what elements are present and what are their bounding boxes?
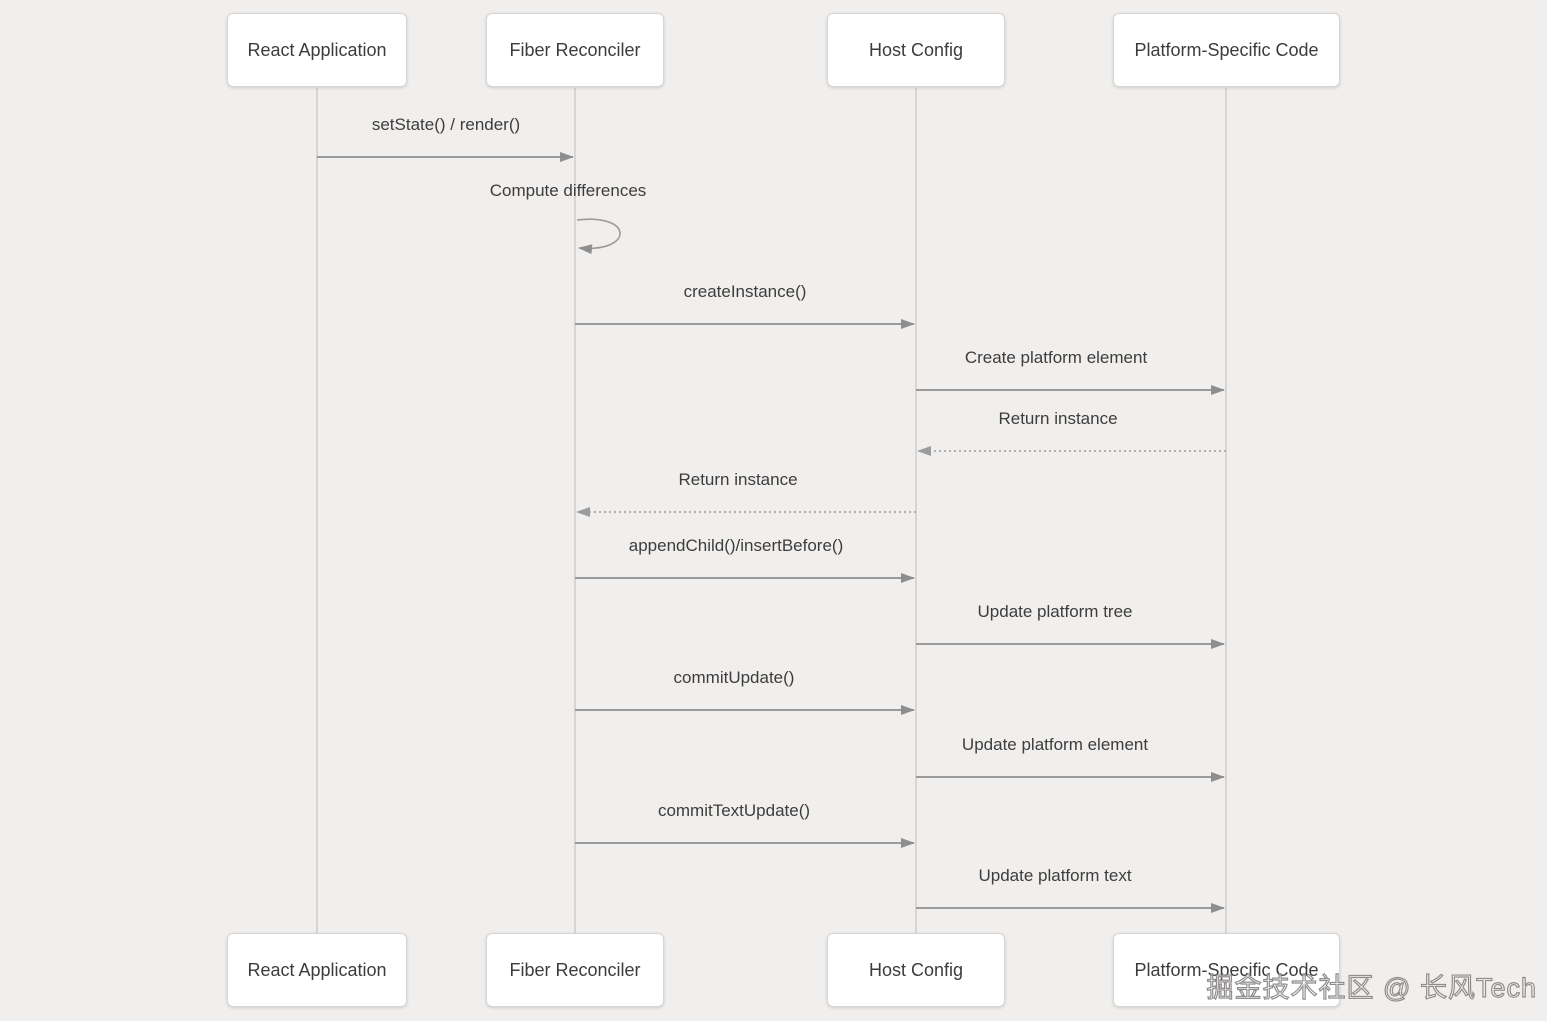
message-label-create-platform-element: Create platform element [964,348,1148,367]
message-label-update-platform-element: Update platform element [961,735,1149,754]
watermark-text: 掘金技术社区 @ 长风Tech [1206,972,1537,1003]
message-label-update-platform-text: Update platform text [978,866,1132,885]
message-label-committextupdate: commitTextUpdate() [657,801,811,820]
message-label-return-instance-1: Return instance [998,409,1118,428]
actor-bottom-platform-specific-code: Platform-Specific Code [1113,933,1340,1007]
message-label-return-instance-2: Return instance [678,470,798,489]
actor-top-platform-specific-code: Platform-Specific Code [1113,13,1340,87]
arrow-compute-differences-self-loop [576,218,621,255]
message-label-setstate-render: setState() / render() [371,115,521,134]
message-label-appendchild-insertbefore: appendChild()/insertBefore() [628,536,844,555]
actor-bottom-react-application: React Application [227,933,407,1007]
actor-top-fiber-reconciler: Fiber Reconciler [486,13,664,87]
actor-top-react-application: React Application [227,13,407,87]
message-label-commitupdate: commitUpdate() [673,668,795,687]
message-label-update-platform-tree: Update platform tree [977,602,1133,621]
message-label-compute-differences: Compute differences [489,181,647,200]
actor-top-host-config: Host Config [827,13,1005,87]
actor-bottom-host-config: Host Config [827,933,1005,1007]
actor-bottom-fiber-reconciler: Fiber Reconciler [486,933,664,1007]
message-label-createinstance: createInstance() [683,282,807,301]
